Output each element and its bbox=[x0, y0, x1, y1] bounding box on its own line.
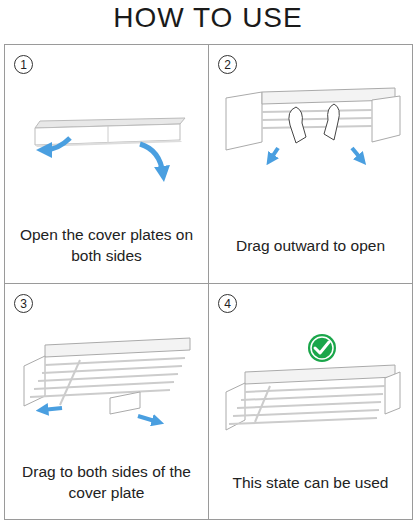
step-number: 3 bbox=[14, 294, 33, 313]
ready-rack bbox=[226, 365, 400, 430]
step-panel: Drag to both sides of the cover plate 3 bbox=[4, 283, 209, 520]
caption-box: Open the cover plates on both sides bbox=[13, 215, 200, 277]
step-panel: This state can be used 4 bbox=[208, 283, 413, 520]
check-icon bbox=[308, 334, 336, 362]
step-caption: Drag to both sides of the cover plate bbox=[13, 462, 200, 504]
opening-rack bbox=[226, 88, 400, 160]
caption-box: Drag outward to open bbox=[217, 215, 404, 277]
step-number-text: 2 bbox=[224, 58, 231, 72]
caption-box: Drag to both sides of the cover plate bbox=[13, 452, 200, 514]
step-number-text: 3 bbox=[20, 297, 27, 311]
step-number: 4 bbox=[218, 294, 237, 313]
step-number-text: 4 bbox=[224, 297, 231, 311]
title: HOW TO USE bbox=[0, 0, 416, 36]
step-number: 2 bbox=[218, 55, 237, 74]
step-number: 1 bbox=[14, 55, 33, 74]
step-number-text: 1 bbox=[20, 58, 27, 72]
step-caption: Open the cover plates on both sides bbox=[13, 225, 200, 267]
extending-rack bbox=[24, 338, 190, 422]
closed-rack bbox=[35, 118, 185, 174]
caption-box: This state can be used bbox=[217, 452, 404, 514]
step-caption: Drag outward to open bbox=[236, 236, 385, 257]
step-caption: This state can be used bbox=[233, 473, 389, 494]
step-panel: Drag outward to open 2 bbox=[208, 44, 413, 284]
step-panel: Open the cover plates on both sides 1 bbox=[4, 44, 209, 284]
